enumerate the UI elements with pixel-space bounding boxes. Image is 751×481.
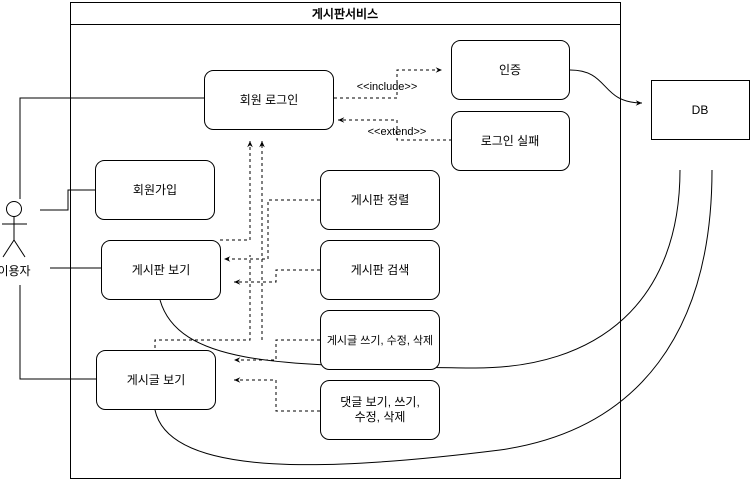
use-case-board-view[interactable]: 게시판 보기 <box>101 240 221 300</box>
use-case-post-crud[interactable]: 게시글 쓰기, 수정, 삭제 <box>320 310 440 370</box>
use-case-post-view[interactable]: 게시글 보기 <box>96 350 216 410</box>
use-case-board-sort-label: 게시판 정렬 <box>351 193 410 207</box>
use-case-post-crud-label: 게시글 쓰기, 수정, 삭제 <box>327 334 433 347</box>
use-case-login-fail[interactable]: 로그인 실패 <box>451 111 570 171</box>
database-label: DB <box>692 103 709 117</box>
include-arrow <box>334 67 442 99</box>
actor-head <box>6 201 22 217</box>
use-case-login[interactable]: 회원 로그인 <box>204 70 334 130</box>
use-case-login-fail-label: 로그인 실패 <box>481 134 540 148</box>
include-label: <<include>> <box>357 81 418 93</box>
use-case-board-view-label: 게시판 보기 <box>132 263 191 277</box>
use-case-comment-label-2: 수정, 삭제 <box>355 410 406 424</box>
use-case-comment[interactable]: 댓글 보기, 쓰기, 수정, 삭제 <box>320 380 440 440</box>
comment-to-post-view <box>234 377 320 412</box>
post-view-to-login-a <box>154 255 251 348</box>
post-crud-to-post-view <box>234 339 320 363</box>
use-case-board-search-label: 게시판 검색 <box>351 263 410 277</box>
system-title: 게시판서비스 <box>312 6 378 21</box>
use-case-post-view-label: 게시글 보기 <box>127 373 186 387</box>
use-case-signup[interactable]: 회원가입 <box>95 160 215 220</box>
assoc-actor-post-view <box>19 285 96 380</box>
actor-leg-right <box>13 239 26 258</box>
use-case-board-search[interactable]: 게시판 검색 <box>320 240 440 300</box>
assoc-actor-login <box>19 97 204 199</box>
use-case-comment-label-1: 댓글 보기, 쓰기, <box>340 395 420 409</box>
actor-leg-left <box>2 239 15 258</box>
use-case-auth-label: 인증 <box>499 63 521 77</box>
search-to-board-view <box>234 269 320 285</box>
board-view-to-db <box>159 169 681 369</box>
use-case-board-sort[interactable]: 게시판 정렬 <box>320 170 440 230</box>
sort-to-board-view <box>224 199 320 262</box>
actor-label: 이용자 <box>0 264 31 278</box>
actor-user: 이용자 <box>0 201 31 278</box>
use-case-login-label: 회원 로그인 <box>240 93 299 107</box>
auth-to-db <box>569 69 643 106</box>
assoc-actor-signup <box>40 189 95 211</box>
post-view-to-db <box>154 169 713 466</box>
board-view-to-login <box>220 141 253 241</box>
database-db: DB <box>651 80 750 140</box>
use-case-signup-label: 회원가입 <box>133 183 177 197</box>
use-case-auth[interactable]: 인증 <box>451 40 570 100</box>
extend-label: <<extend>> <box>368 126 427 138</box>
extend-arrow <box>338 117 452 141</box>
